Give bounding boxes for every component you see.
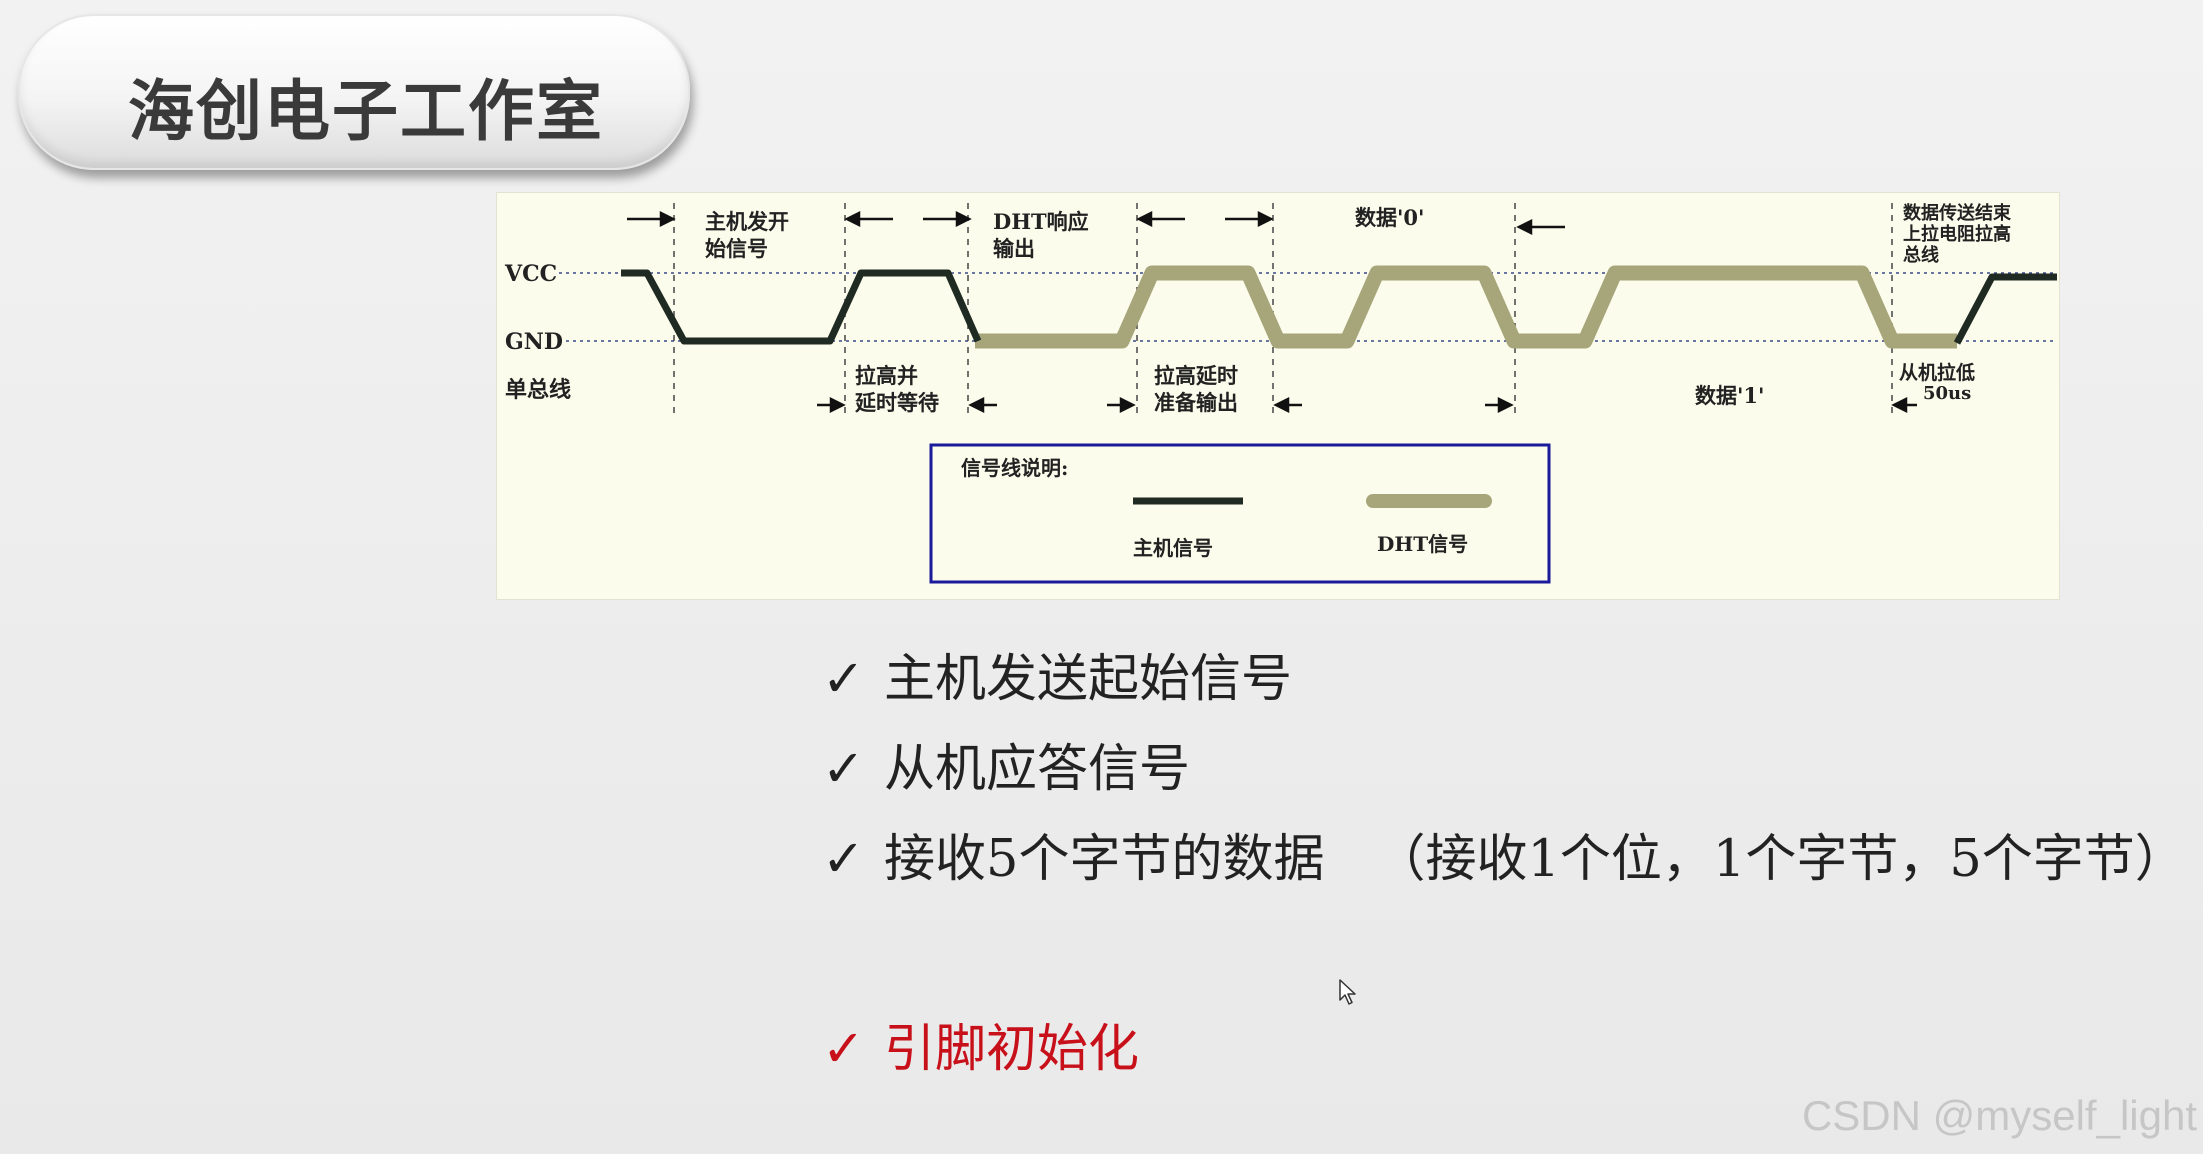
pull-wait-label-1: 拉高并: [855, 363, 918, 388]
pull-prep-label-2: 准备输出: [1154, 390, 1238, 415]
bullet-text: 接收5个字节的数据: [884, 830, 1325, 889]
vcc-label: VCC: [504, 261, 557, 287]
end-label-1: 数据传送结束: [1903, 202, 2012, 224]
timing-arrows: [627, 210, 1917, 414]
legend-box: [929, 443, 1551, 584]
dht-response-label-2: 输出: [993, 236, 1035, 261]
check-icon: ✓: [822, 650, 865, 709]
dht-signal-line: [975, 265, 1957, 349]
check-icon: ✓: [822, 1020, 865, 1079]
bullet-receive-bytes: ✓ 接收5个字节的数据 （接收1个位，1个字节，5个字节）: [822, 830, 2186, 890]
check-icon: ✓: [822, 830, 865, 889]
legend-host-label: 主机信号: [1133, 536, 1213, 560]
slave-low-label-2: 50us: [1923, 383, 1971, 404]
pull-prep-label-1: 拉高延时: [1154, 363, 1238, 388]
data1-label: 数据'1': [1695, 383, 1764, 408]
gnd-label: GND: [505, 329, 563, 355]
data0-label: 数据'0': [1355, 205, 1424, 230]
pull-wait-label-2: 延时等待: [854, 390, 939, 415]
title-banner: 海创电子工作室: [18, 14, 690, 170]
bullet-note: （接收1个位，1个字节，5个字节）: [1374, 830, 2186, 889]
dht-response-label-1: DHT响应: [993, 209, 1089, 234]
bullet-text: 引脚初始化: [884, 1020, 1140, 1079]
legend-title: 信号线说明:: [961, 456, 1068, 480]
page-title: 海创电子工作室: [128, 73, 604, 150]
bullet-host-start: ✓ 主机发送起始信号: [822, 650, 1292, 710]
end-label-2: 上拉电阻拉高: [1903, 223, 2011, 245]
host-signal-line-end: [1953, 273, 2057, 345]
watermark: CSDN @myself_light: [1801, 1092, 2197, 1139]
bullet-text: 主机发送起始信号: [884, 650, 1293, 709]
check-icon: ✓: [822, 740, 865, 799]
host-signal-line: [621, 269, 982, 345]
bullet-pin-init: ✓ 引脚初始化: [822, 1020, 1139, 1080]
host-start-label-1: 主机发开: [705, 209, 789, 234]
bullet-text: 从机应答信号: [884, 740, 1191, 799]
host-start-label-2: 始信号: [705, 236, 768, 261]
slave-low-label-1: 从机拉低: [1899, 361, 1975, 384]
bullet-slave-response: ✓ 从机应答信号: [822, 740, 1190, 800]
mouse-pointer-icon: [1338, 978, 1358, 1010]
single-bus-label: 单总线: [505, 377, 571, 403]
legend-dht-label: DHT信号: [1377, 532, 1468, 556]
timing-diagram: VCC GND 单总线 主机发开 始信号 DHT响应 输出 数据'0' 数据传送…: [496, 192, 2060, 600]
end-label-3: 总线: [1903, 244, 1939, 266]
